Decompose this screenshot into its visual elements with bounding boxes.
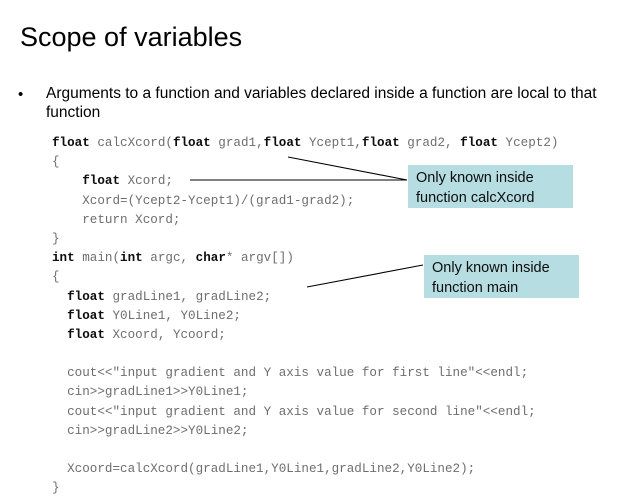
code-line <box>52 441 558 460</box>
code-text: Xcord; <box>120 174 173 189</box>
code-keyword: float <box>263 136 302 150</box>
code-text: } <box>52 231 60 246</box>
code-text: Ycept2) <box>497 136 559 150</box>
code-text: Xcord=(Ycept2-Ycept1)/(grad1-grad2); <box>52 193 355 208</box>
code-text: Y0Line1, Y0Line2; <box>104 308 241 323</box>
code-text: { <box>52 270 60 285</box>
code-text: cout<<"input gradient and Y axis value f… <box>52 404 536 419</box>
code-line: cin>>gradLine2>>Y0Line2; <box>52 422 558 441</box>
code-text <box>52 309 67 323</box>
code-keyword: float <box>67 327 105 342</box>
code-line: Xcoord=calcXcord(gradLine1,Y0Line1,gradL… <box>52 460 558 479</box>
code-text: grad2, <box>399 136 461 150</box>
code-text: } <box>52 481 60 496</box>
code-text <box>52 290 67 304</box>
code-keyword: float <box>172 136 211 150</box>
bullet-marker-icon: • <box>18 86 24 103</box>
page-title: Scope of variables <box>20 22 243 52</box>
code-keyword: float <box>67 308 105 323</box>
code-keyword: float <box>460 136 498 150</box>
code-line: Xcord=(Ycept2-Ycept1)/(grad1-grad2); <box>52 192 558 211</box>
code-line: } <box>52 230 558 249</box>
code-keyword: float <box>52 136 90 150</box>
code-text: Xcoord, Ycoord; <box>104 327 226 342</box>
code-keyword: float <box>67 289 105 304</box>
code-line: { <box>52 153 558 172</box>
code-text: * argv[]) <box>225 251 294 266</box>
code-line: float Xcord; <box>52 172 558 191</box>
code-line: float Y0Line1, Y0Line2; <box>52 307 558 326</box>
slide-canvas: Scope of variables • Arguments to a func… <box>18 22 597 496</box>
code-line <box>52 345 558 364</box>
callout-calcxcord: Only known inside function calcXcord <box>408 165 573 208</box>
code-text: grad1, <box>210 136 264 150</box>
bullet-text: Arguments to a function and variables de… <box>46 85 597 121</box>
code-text: cout<<"input gradient and Y axis value f… <box>52 366 529 381</box>
code-text: Ycept1, <box>301 136 362 150</box>
code-keyword: float <box>82 174 121 189</box>
code-keyword: float <box>361 136 400 150</box>
code-keyword: int <box>120 251 143 266</box>
code-text: cin>>gradLine1>>Y0Line1; <box>52 385 249 400</box>
code-line: cout<<"input gradient and Y axis value f… <box>52 364 558 383</box>
code-line: float gradLine1, gradLine2; <box>52 288 558 307</box>
code-text: main( <box>74 251 121 266</box>
code-text: cin>>gradLine2>>Y0Line2; <box>52 423 249 438</box>
code-text: gradLine1, gradLine2; <box>104 289 272 304</box>
code-text: Xcoord=calcXcord(gradLine1,Y0Line1,gradL… <box>52 462 476 477</box>
code-keyword: char <box>195 251 226 266</box>
code-text: return Xcord; <box>52 212 181 227</box>
callout-main: Only known inside function main <box>424 255 579 298</box>
code-line: int main(int argc, char* argv[]) <box>52 249 558 268</box>
code-block: float calcXcord(float grad1,float Ycept1… <box>52 134 558 499</box>
code-line: cin>>gradLine1>>Y0Line1; <box>52 383 558 402</box>
code-line: float calcXcord(float grad1,float Ycept1… <box>52 134 558 153</box>
code-line: cout<<"input gradient and Y axis value f… <box>52 403 558 422</box>
code-line: } <box>52 479 558 498</box>
code-line: float Xcoord, Ycoord; <box>52 326 558 345</box>
code-keyword: int <box>52 251 75 266</box>
code-line: return Xcord; <box>52 211 558 230</box>
code-text <box>52 174 82 188</box>
code-text: argc, <box>142 251 196 266</box>
code-text <box>52 328 67 342</box>
code-line: { <box>52 268 558 287</box>
code-text: { <box>52 155 60 170</box>
code-text: calcXcord( <box>89 136 173 150</box>
